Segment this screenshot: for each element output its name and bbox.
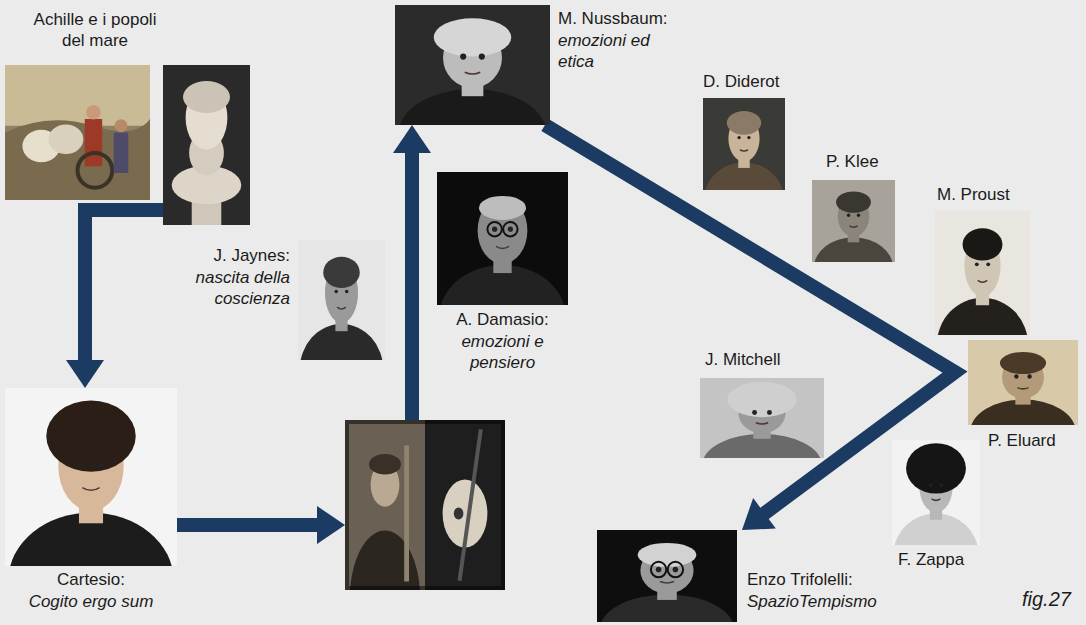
node-subtitle: emozioni e pensiero <box>447 332 558 373</box>
image-node <box>345 420 505 590</box>
node-subtitle: emozioni ed etica <box>558 31 658 72</box>
node-caption: M. Nussbaum: <box>558 9 668 30</box>
arrow-head <box>317 506 345 544</box>
portrait-node: A. Damasio:emozioni e pensiero <box>425 172 580 374</box>
node-caption: Enzo Trifolelli: <box>747 570 853 591</box>
flow-arrow <box>177 506 345 544</box>
portrait-node: J. Mitchell <box>700 350 824 458</box>
node-caption: Achille e i popoli del mare <box>29 10 161 51</box>
portrait-node: M. Proust <box>935 185 1030 335</box>
node-caption: D. Diderot <box>703 72 780 93</box>
photo-illustration <box>298 240 385 360</box>
photo-illustration <box>935 211 1030 335</box>
portrait-node: P. Eluard <box>968 340 1078 452</box>
portrait-node: P. Klee <box>812 152 895 262</box>
flow-arrow <box>393 125 431 420</box>
node-caption: M. Proust <box>937 185 1010 206</box>
node-caption: F. Zappa <box>898 550 964 571</box>
photo-illustration <box>437 172 568 305</box>
connector-line <box>405 151 419 420</box>
node-subtitle: Cogito ergo sum <box>5 592 177 613</box>
portrait-node: F. Zappa <box>892 440 980 571</box>
portrait-node: J. Jaynes:nascita della coscienza <box>180 240 385 360</box>
arrow-head <box>66 360 104 388</box>
photo-illustration <box>395 5 550 125</box>
photo-illustration <box>597 530 737 622</box>
photo-illustration <box>968 340 1078 425</box>
node-subtitle: SpazioTempismo <box>747 592 877 613</box>
photo-illustration <box>163 65 250 225</box>
figure-number: fig.27 <box>1022 588 1071 611</box>
photo-illustration <box>5 65 150 200</box>
photo-illustration <box>345 420 505 590</box>
connector-line <box>85 210 165 362</box>
node-subtitle: nascita della coscienza <box>180 268 290 309</box>
arrow-head <box>393 125 431 153</box>
image-node: Achille e i popoli del mare <box>5 10 250 225</box>
node-caption: Cartesio: <box>5 570 177 591</box>
photo-illustration <box>892 440 980 545</box>
node-caption: J. Mitchell <box>705 350 781 371</box>
connector-line <box>177 518 319 532</box>
flow-arrow <box>66 210 165 388</box>
portrait-node: Enzo Trifolelli:SpazioTempismo <box>597 530 877 622</box>
photo-illustration <box>5 388 177 566</box>
photo-illustration <box>812 180 895 262</box>
node-caption: J. Jaynes: <box>180 246 290 267</box>
photo-illustration <box>700 378 824 458</box>
portrait-node: D. Diderot <box>703 72 785 190</box>
photo-illustration <box>703 98 785 190</box>
node-caption: A. Damasio: <box>425 310 580 331</box>
node-caption: P. Eluard <box>988 431 1056 452</box>
portrait-node: Cartesio:Cogito ergo sum <box>5 388 177 613</box>
portrait-node: M. Nussbaum:emozioni ed etica <box>395 5 668 125</box>
node-caption: P. Klee <box>826 152 879 173</box>
